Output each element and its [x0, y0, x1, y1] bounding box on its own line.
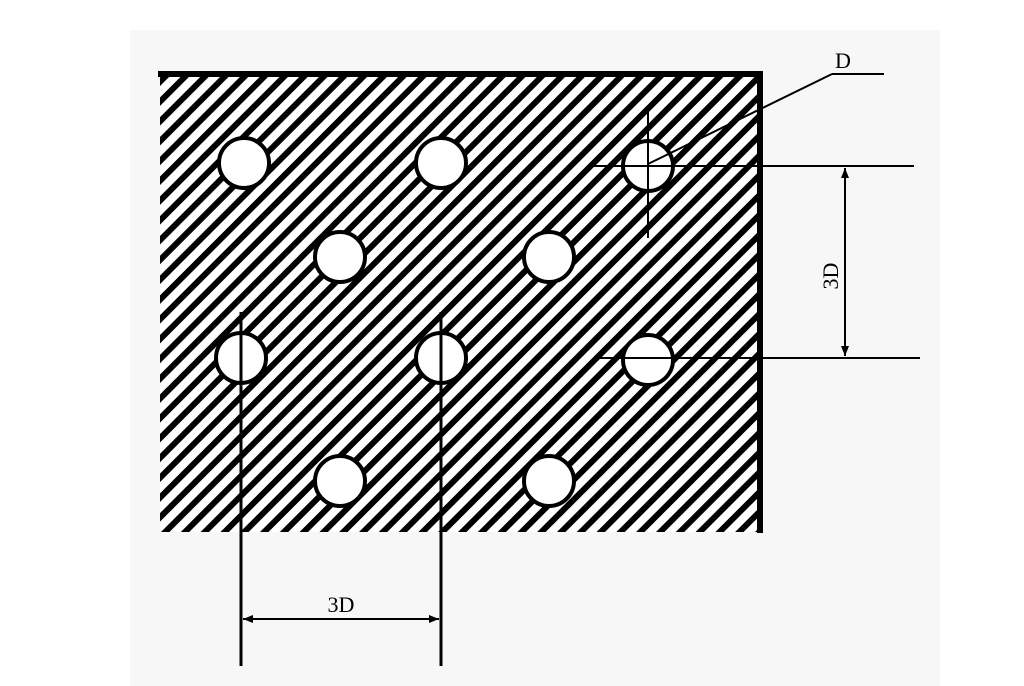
hole — [313, 230, 367, 284]
horizontal-spacing-label: 3D — [328, 592, 355, 617]
hole — [522, 454, 576, 508]
hole — [414, 136, 468, 190]
vertical-spacing-label: 3D — [818, 263, 843, 290]
diameter-label: D — [835, 48, 851, 73]
diameter-leader-line — [647, 73, 833, 165]
hole — [621, 333, 675, 387]
hole — [217, 136, 271, 190]
hole — [313, 454, 367, 508]
hole — [522, 230, 576, 284]
